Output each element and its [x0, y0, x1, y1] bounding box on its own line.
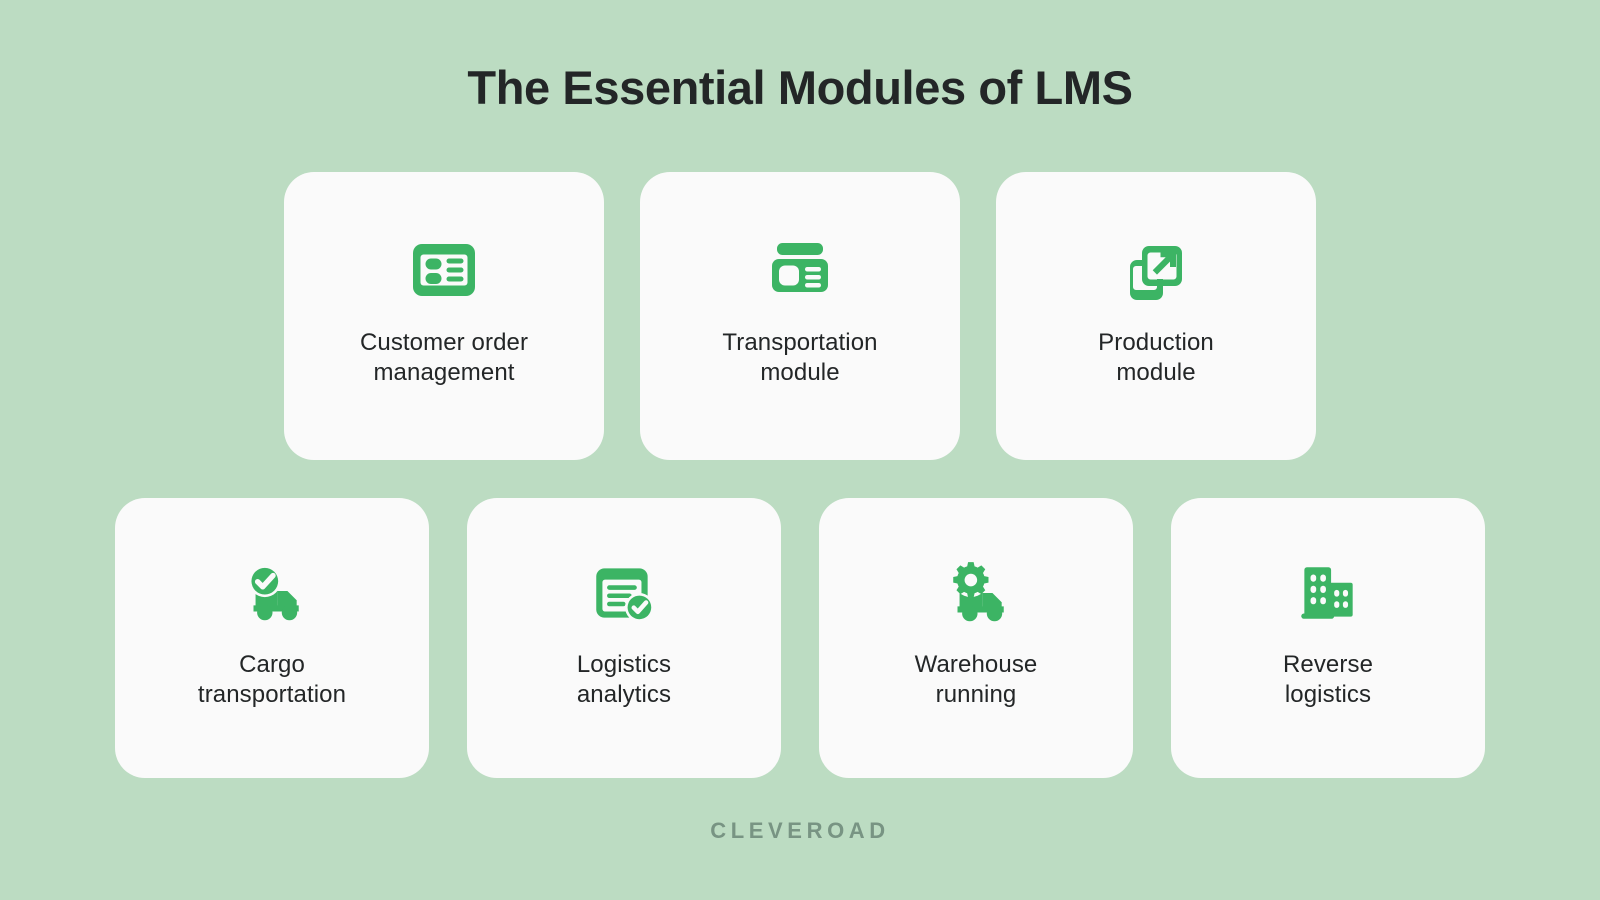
module-card-transportation-module[interactable]: Transportation module	[640, 172, 960, 460]
id-card-icon	[772, 243, 828, 292]
module-card-cargo-transportation[interactable]: Cargo transportation	[115, 498, 429, 778]
module-card-reverse-logistics[interactable]: Reverse logistics	[1171, 498, 1485, 778]
buildings-icon	[1301, 567, 1353, 619]
cleveroad-logo: CLEVEROAD	[710, 818, 890, 843]
module-row-bottom: Cargo transportation Logistics analytics	[0, 498, 1600, 778]
module-card-label: Cargo transportation	[197, 651, 347, 708]
external-link-icon	[1130, 246, 1182, 300]
module-row-top: Customer order management Transportation…	[0, 172, 1600, 460]
module-card-label: Reverse logistics	[1282, 651, 1374, 708]
module-card-logistics-analytics[interactable]: Logistics analytics	[467, 498, 781, 778]
module-card-customer-order-management[interactable]: Customer order management	[284, 172, 604, 460]
module-card-production-module[interactable]: Production module	[996, 172, 1316, 460]
truck-gear-icon	[953, 561, 1004, 622]
module-card-label: Logistics analytics	[576, 651, 672, 708]
module-card-label: Production module	[1098, 329, 1214, 386]
page-title: The Essential Modules of LMS	[467, 61, 1133, 114]
document-check-icon	[596, 568, 654, 622]
module-card-label: Customer order management	[359, 329, 529, 386]
truck-check-icon	[248, 565, 299, 621]
module-card-warehouse-running[interactable]: Warehouse running	[819, 498, 1133, 778]
list-form-icon	[413, 244, 475, 296]
module-card-label: Warehouse running	[914, 651, 1038, 708]
module-card-label: Transportation module	[722, 329, 878, 386]
